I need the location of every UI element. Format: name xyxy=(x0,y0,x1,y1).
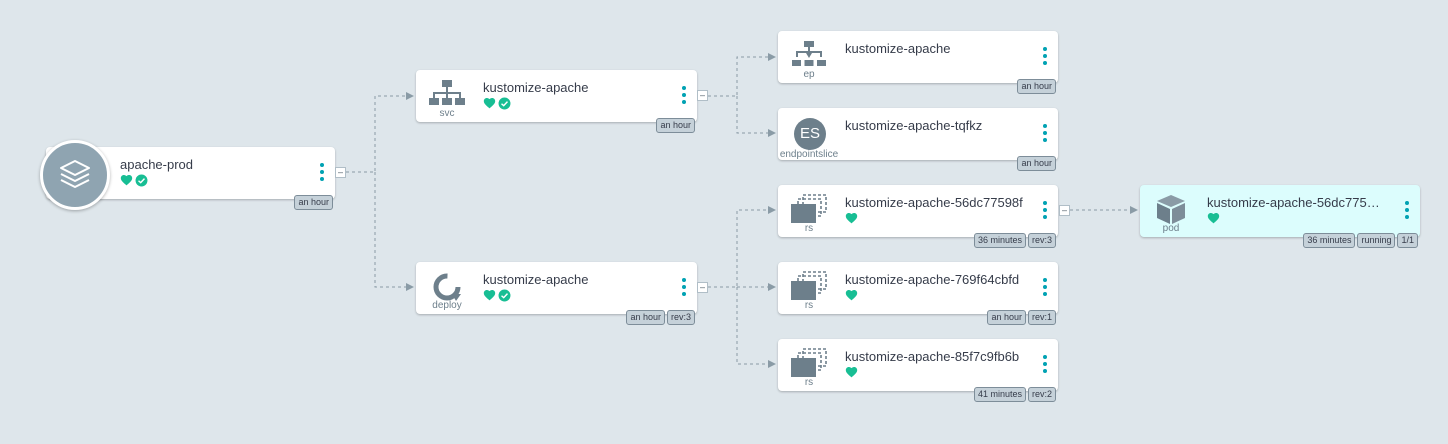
node-rs2-status xyxy=(845,288,858,302)
node-ep-menu-button[interactable] xyxy=(1042,47,1048,67)
node-ep-badges: an hour xyxy=(1017,79,1056,94)
badge-phase: running xyxy=(1357,233,1396,248)
node-rs3-title: kustomize-apache-85f7c9fb6b xyxy=(845,349,1020,364)
badge-revision: rev:2 xyxy=(1027,387,1056,402)
node-rs3[interactable]: rs kustomize-apache-85f7c9fb6b 41 minute… xyxy=(778,339,1058,402)
replicaset-icon xyxy=(791,348,827,377)
node-deploy-badges: an hour rev:3 xyxy=(626,310,695,325)
node-svc-title: kustomize-apache xyxy=(483,80,589,95)
heart-icon xyxy=(845,212,858,224)
node-deploy-status xyxy=(483,288,511,302)
check-circle-icon xyxy=(135,174,148,186)
node-rs1-kind: rs xyxy=(804,223,814,234)
node-svc-kind: svc xyxy=(439,108,455,119)
node-pod-status xyxy=(1207,211,1220,225)
node-rs1-collapse-toggle[interactable]: – xyxy=(1059,205,1070,216)
node-rs3-kind: rs xyxy=(804,377,814,388)
edge-app-svc xyxy=(346,92,414,173)
node-ep-kind: ep xyxy=(803,69,815,80)
badge-revision: rev:3 xyxy=(1027,233,1056,248)
edge-svc-ep xyxy=(708,53,776,97)
edge-deploy-rs1 xyxy=(708,206,776,288)
node-svc-collapse-toggle[interactable]: – xyxy=(697,90,708,101)
badge-age: an hour xyxy=(1017,156,1056,171)
node-svc-status xyxy=(483,96,511,110)
badge-age: 36 minutes xyxy=(1303,233,1356,248)
node-ep[interactable]: ep kustomize-apache an hour xyxy=(778,31,1058,94)
node-svc[interactable]: svc kustomize-apache an hour xyxy=(416,70,697,133)
badge-age: an hour xyxy=(294,195,333,210)
badge-age: 36 minutes xyxy=(973,233,1026,248)
badge-revision: rev:3 xyxy=(666,310,695,325)
node-app-collapse-toggle[interactable]: – xyxy=(335,167,346,178)
endpointslice-icon: ES xyxy=(794,118,826,150)
node-rs3-badges: 41 minutes rev:2 xyxy=(973,387,1056,402)
node-endpointslice[interactable]: ES endpointslice kustomize-apache-tqfkz … xyxy=(778,108,1058,171)
node-endpointslice-kind: endpointslice xyxy=(779,149,839,160)
endpoints-icon xyxy=(792,41,826,66)
node-deploy-title: kustomize-apache xyxy=(483,272,589,287)
node-pod[interactable]: pod kustomize-apache-56dc7759... 36 minu… xyxy=(1140,185,1420,248)
heart-icon xyxy=(483,289,496,301)
node-svc-menu-button[interactable] xyxy=(681,86,687,106)
heart-icon xyxy=(483,97,496,109)
app-icon-circle xyxy=(40,140,110,210)
node-rs2-badges: an hour rev:1 xyxy=(987,310,1056,325)
node-rs1-title: kustomize-apache-56dc77598f xyxy=(845,195,1023,210)
badge-revision: rev:1 xyxy=(1027,310,1056,325)
node-rs2-title: kustomize-apache-769f64cbfd xyxy=(845,272,1020,287)
node-rs3-status xyxy=(845,365,858,379)
node-pod-menu-button[interactable] xyxy=(1404,201,1410,221)
network-icon xyxy=(429,80,465,105)
replicaset-icon xyxy=(791,194,827,223)
node-rs3-menu-button[interactable] xyxy=(1042,355,1048,375)
edge-deploy-rs3 xyxy=(736,287,776,368)
cube-icon xyxy=(1157,195,1185,224)
heart-icon xyxy=(1207,212,1220,224)
node-app-status xyxy=(120,173,148,187)
node-deploy-collapse-toggle[interactable]: – xyxy=(697,282,708,293)
node-deploy-kind: deploy xyxy=(432,300,462,311)
node-rs2-menu-button[interactable] xyxy=(1042,278,1048,298)
edge-svc-es xyxy=(736,96,776,137)
badge-age: an hour xyxy=(656,118,695,133)
node-rs1-status xyxy=(845,211,858,225)
heart-icon xyxy=(845,366,858,378)
node-deploy[interactable]: deploy kustomize-apache an hour rev:3 xyxy=(416,262,697,325)
node-endpointslice-title: kustomize-apache-tqfkz xyxy=(845,118,983,133)
heart-icon xyxy=(845,289,858,301)
node-rs1-menu-button[interactable] xyxy=(1042,201,1048,221)
node-app-menu-button[interactable] xyxy=(319,163,325,183)
edge-app-deploy xyxy=(374,172,414,291)
replicaset-icon xyxy=(791,271,827,300)
badge-age: an hour xyxy=(626,310,665,325)
node-pod-badges: 36 minutes running 1/1 xyxy=(1303,233,1418,248)
node-svc-badges: an hour xyxy=(656,118,695,133)
node-endpointslice-menu-button[interactable] xyxy=(1042,124,1048,144)
node-endpointslice-badges: an hour xyxy=(1017,156,1056,171)
sync-icon xyxy=(433,273,461,301)
badge-ready-count: 1/1 xyxy=(1397,233,1418,248)
node-app[interactable]: apache-prod an hour xyxy=(40,140,335,210)
node-app-title: apache-prod xyxy=(120,157,193,172)
node-app-badges: an hour xyxy=(294,195,333,210)
badge-age: an hour xyxy=(987,310,1026,325)
check-circle-icon xyxy=(498,289,511,301)
node-rs2[interactable]: rs kustomize-apache-769f64cbfd an hour r… xyxy=(778,262,1058,325)
node-ep-title: kustomize-apache xyxy=(845,41,951,56)
node-rs2-kind: rs xyxy=(804,300,814,311)
heart-icon xyxy=(120,174,133,186)
node-deploy-menu-button[interactable] xyxy=(681,278,687,298)
node-pod-kind: pod xyxy=(1162,223,1180,234)
check-circle-icon xyxy=(498,97,511,109)
layers-icon xyxy=(60,160,90,188)
badge-age: an hour xyxy=(1017,79,1056,94)
node-pod-title: kustomize-apache-56dc7759... xyxy=(1207,195,1382,210)
node-rs1[interactable]: rs kustomize-apache-56dc77598f 36 minute… xyxy=(778,185,1058,248)
badge-age: 41 minutes xyxy=(973,387,1026,402)
node-rs1-badges: 36 minutes rev:3 xyxy=(973,233,1056,248)
